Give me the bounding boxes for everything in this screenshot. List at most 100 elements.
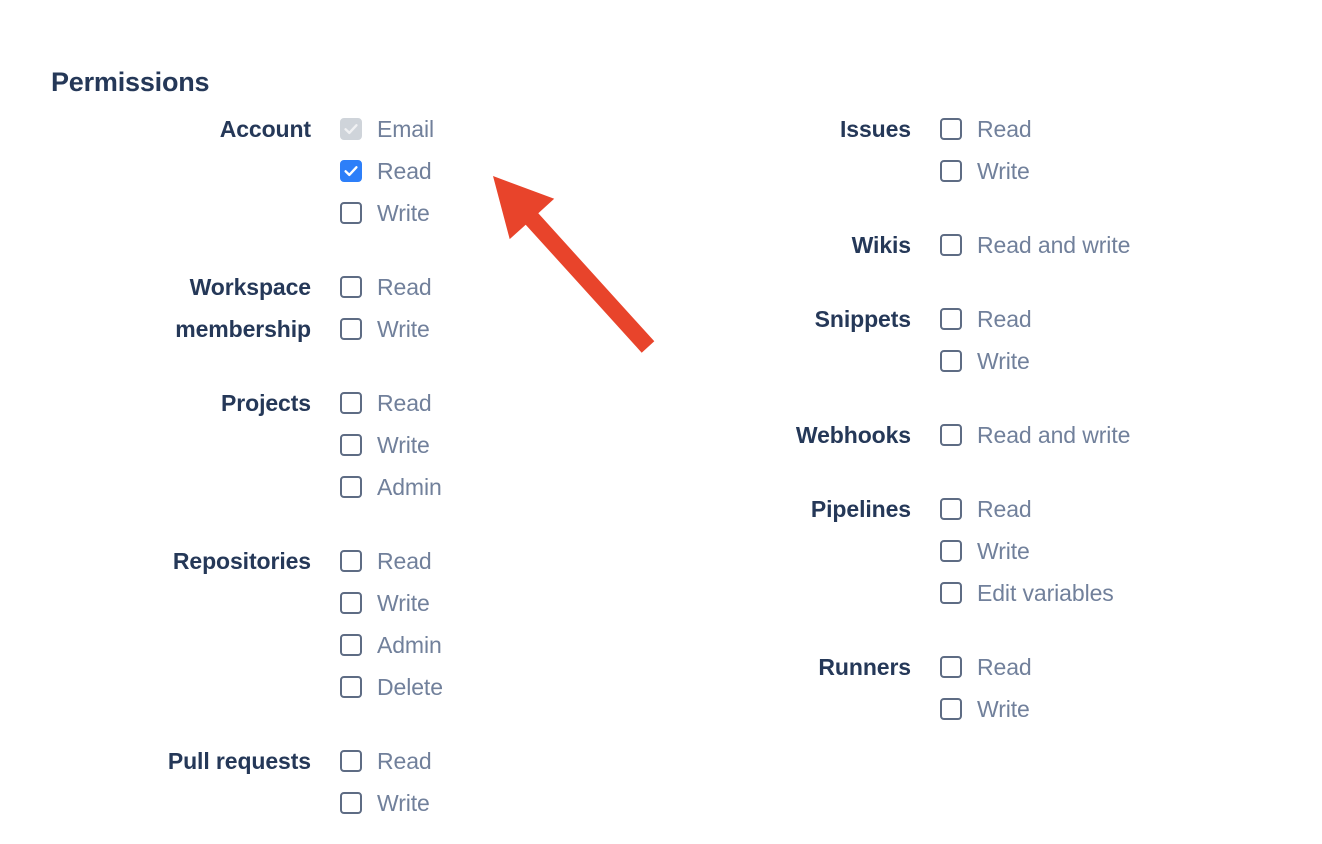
permission-option-label: Read and write [977,422,1131,448]
permission-option-row[interactable]: Write [340,308,432,350]
permission-group-label: Pull requests [167,748,311,774]
checkbox-icon[interactable] [340,476,362,498]
permission-option-label: Write [377,432,430,458]
permission-option-label: Edit variables [977,580,1114,606]
checkbox-icon[interactable] [940,234,962,256]
checkbox-icon[interactable] [340,592,362,614]
permission-option-label: Email [377,116,435,142]
permission-option-label: Read [377,748,432,774]
permission-option-label: Write [377,200,430,226]
permission-option-row[interactable]: Write [940,340,1032,382]
permission-group-label: Repositories [172,548,311,574]
permission-option-row[interactable]: Read [940,488,1114,530]
permission-option-label: Delete [377,674,443,700]
checkbox-icon[interactable] [340,434,362,456]
permission-group-label: Workspace membership [175,274,311,342]
checkmark-icon [342,162,360,180]
checkbox-icon[interactable] [940,308,962,330]
permission-option-label: Read [377,390,432,416]
permission-option-label: Read and write [977,232,1131,258]
permission-option-row[interactable]: Admin [340,624,443,666]
permission-option-row[interactable]: Write [340,424,442,466]
permission-option-row[interactable]: Read and write [940,224,1130,266]
permission-option-label: Admin [377,632,442,658]
checkbox-icon[interactable] [940,118,962,140]
permission-group: Wikis Read and write [600,224,1280,266]
permission-option-row[interactable]: Edit variables [940,572,1114,614]
permission-group-label: Runners [818,654,911,680]
permission-option-label: Write [377,590,430,616]
permission-option-label: Read [377,274,432,300]
permission-group-label: Pipelines [810,496,911,522]
permission-option-row[interactable]: Read [940,108,1032,150]
permission-option-row[interactable]: Write [940,530,1114,572]
permission-group-label: Webhooks [795,422,911,448]
checkbox-icon[interactable] [940,698,962,720]
checkbox-icon[interactable] [940,350,962,372]
checkbox-icon[interactable] [340,318,362,340]
checkbox-icon[interactable] [340,792,362,814]
checkmark-icon [342,120,360,138]
checkbox-icon[interactable] [340,202,362,224]
permission-option-label: Write [977,158,1030,184]
permission-group-label: Wikis [851,232,911,258]
permission-option-row[interactable]: Read [340,382,442,424]
permission-option-row[interactable]: Write [940,150,1032,192]
permission-option-row[interactable]: Write [340,782,432,824]
permission-option-label: Write [977,538,1030,564]
checkbox-icon[interactable] [940,160,962,182]
permission-option-label: Write [377,316,430,342]
checkbox-icon[interactable] [940,582,962,604]
permission-option-label: Write [977,348,1030,374]
permission-option-row[interactable]: Delete [340,666,443,708]
checkbox-icon[interactable] [340,750,362,772]
permission-group: Webhooks Read and write [600,414,1280,456]
checkbox-checked-icon[interactable] [340,160,362,182]
permission-option-row[interactable]: Email [340,108,434,150]
checkbox-icon[interactable] [940,540,962,562]
permission-option-label: Admin [377,474,442,500]
checkbox-icon[interactable] [340,550,362,572]
permission-option-list: Read and write [911,224,1130,266]
checkbox-icon[interactable] [940,498,962,520]
permission-option-label: Read [977,306,1032,332]
permission-group-label: Issues [839,116,911,142]
page-title: Permissions [51,67,210,98]
checkbox-icon[interactable] [340,276,362,298]
permission-option-row[interactable]: Read [340,150,434,192]
permission-option-row[interactable]: Write [940,688,1032,730]
permission-group-label: Account [219,116,311,142]
permission-option-row[interactable]: Admin [340,466,442,508]
checkbox-icon[interactable] [340,634,362,656]
checkbox-icon[interactable] [340,676,362,698]
permission-option-row[interactable]: Read [340,740,432,782]
permission-option-label: Read [977,496,1032,522]
permission-option-row[interactable]: Read [340,540,443,582]
checkbox-icon[interactable] [940,656,962,678]
permission-option-row[interactable]: Write [340,582,443,624]
permission-option-row[interactable]: Read and write [940,414,1130,456]
checkbox-icon[interactable] [940,424,962,446]
permission-option-label: Read [977,654,1032,680]
permission-option-row[interactable]: Write [340,192,434,234]
permission-option-label: Read [977,116,1032,142]
permission-option-label: Read [377,158,432,184]
permission-option-label: Read [377,548,432,574]
permission-option-row[interactable]: Read [940,298,1032,340]
permission-option-row[interactable]: Read [340,266,432,308]
checkbox-icon[interactable] [340,392,362,414]
permission-option-row[interactable]: Read [940,646,1032,688]
